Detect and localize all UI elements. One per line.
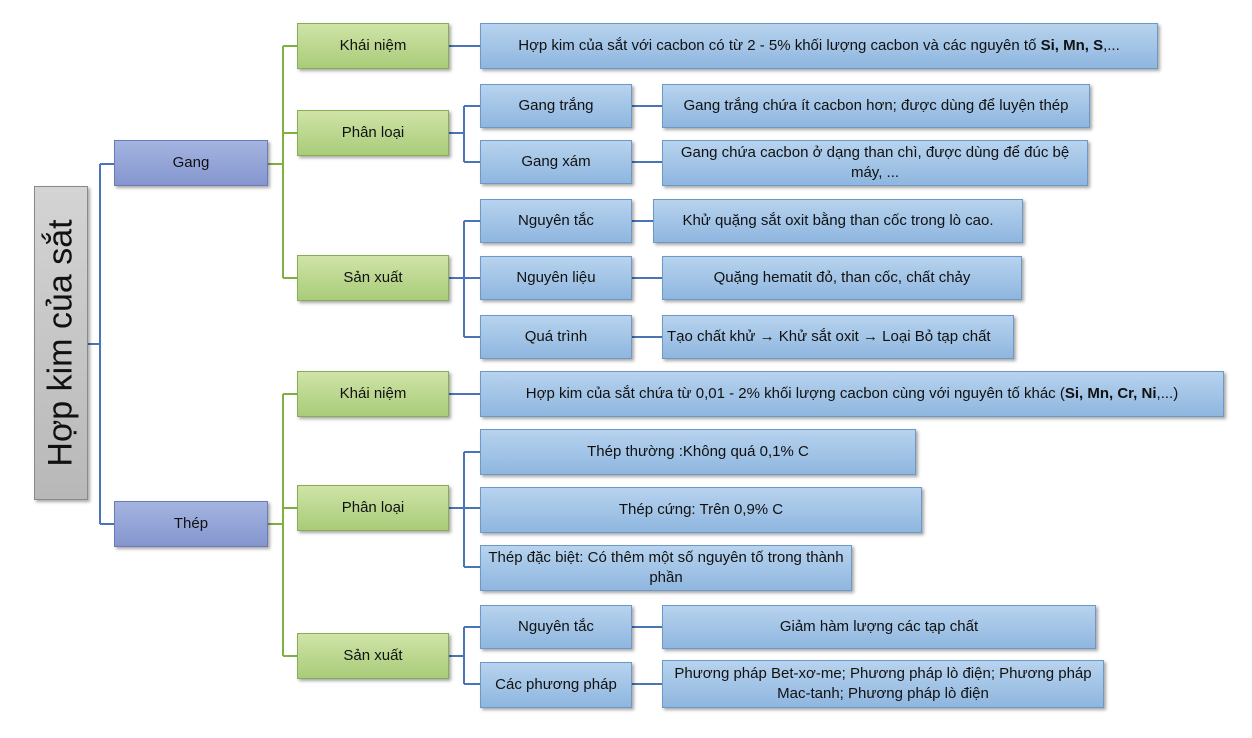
node-thep-khai-niem: Khái niệm <box>297 371 449 417</box>
link-gang-sanxuat-items <box>449 220 480 338</box>
text-bold-part: Si, Mn, Cr, Ni <box>1064 385 1157 402</box>
node-label: Gang trắng <box>518 97 594 114</box>
leaf-thep-thuong: Thép thường :Không quá 0,1% C <box>480 429 916 475</box>
node-label: Nguyên tắc <box>518 618 594 635</box>
green-connectors <box>268 45 297 657</box>
node-thep-phan-loai: Phân loại <box>297 485 449 531</box>
root-node: Hợp kim của sắt <box>34 186 88 500</box>
link-gang-phanloai-items <box>449 105 480 163</box>
node-label: Khái niệm <box>339 385 407 402</box>
node-thep-san-xuat: Sản xuất <box>297 633 449 679</box>
leaf-thep-cung: Thép cứng: Trên 0,9% C <box>480 487 922 533</box>
leaf-text: Tạo chất khử → Khử sắt oxit → Loại Bỏ tạ… <box>667 328 991 345</box>
leaf-thep-nguyen-tac: Giảm hàm lượng các tạp chất <box>662 605 1096 649</box>
node-gang: Gang <box>114 140 268 186</box>
leaf-text: Quặng hematit đỏ, than cốc, chất chảy <box>713 269 971 286</box>
node-label: Phân loại <box>341 124 405 141</box>
leaf-text: Hợp kim của sắt với cacbon có từ 2 - 5% … <box>518 36 1120 56</box>
leaf-gang-nguyen-tac: Khử quặng sắt oxit bằng than cốc trong l… <box>653 199 1023 243</box>
text-part: ,...) <box>1156 385 1179 402</box>
text-bold-part: Si, Mn, S <box>1040 37 1104 54</box>
node-gang-label: Gang <box>172 154 210 171</box>
leaf-text: Gang trắng chứa ít cacbon hơn; được dùng… <box>683 97 1069 114</box>
node-label: Gang xám <box>521 153 591 170</box>
node-thep: Thép <box>114 501 268 547</box>
node-label: Sản xuất <box>343 647 403 664</box>
leaf-gang-qua-trinh: Tạo chất khử → Khử sắt oxit → Loại Bỏ tạ… <box>662 315 1014 359</box>
leaf-gang-khai-niem: Hợp kim của sắt với cacbon có từ 2 - 5% … <box>480 23 1158 69</box>
link-root-to-gang-thep <box>88 163 114 525</box>
node-label: Khái niệm <box>339 37 407 54</box>
text-part: Hợp kim của sắt với cacbon có từ 2 - 5% … <box>518 37 1041 54</box>
node-label: Sản xuất <box>343 269 403 286</box>
node-thep-nguyen-tac: Nguyên tắc <box>480 605 632 649</box>
node-gang-qua-trinh: Quá trình <box>480 315 632 359</box>
node-gang-phan-loai: Phân loại <box>297 110 449 156</box>
node-gang-xam: Gang xám <box>480 140 632 184</box>
leaf-text: Phương pháp Bet-xơ-me; Phương pháp lò đi… <box>674 665 1092 702</box>
blue-connectors <box>88 45 662 685</box>
leaf-text: Khử quặng sắt oxit bằng than cốc trong l… <box>682 212 994 229</box>
leaf-gang-xam: Gang chứa cacbon ở dạng than chì, được d… <box>662 140 1088 186</box>
root-label: Hợp kim của sắt <box>42 219 80 467</box>
node-label: Các phương pháp <box>495 676 617 693</box>
leaf-text: Thép thường :Không quá 0,1% C <box>587 443 809 460</box>
link-gang-to-children <box>268 45 297 279</box>
leaf-gang-nguyen-lieu: Quặng hematit đỏ, than cốc, chất chảy <box>662 256 1022 300</box>
leaf-text: Gang chứa cacbon ở dạng than chì, được d… <box>680 144 1070 181</box>
text-part: ,... <box>1103 37 1120 54</box>
leaf-thep-cac-phuong-phap: Phương pháp Bet-xơ-me; Phương pháp lò đi… <box>662 660 1104 708</box>
link-thep-phanloai-items <box>449 451 480 568</box>
node-gang-khai-niem: Khái niệm <box>297 23 449 69</box>
text-part: Hợp kim của sắt chứa từ 0,01 - 2% khối l… <box>525 385 1065 402</box>
link-thep-to-children <box>268 393 297 657</box>
leaf-thep-dac-biet: Thép đặc biệt: Có thêm một số nguyên tố … <box>480 545 852 591</box>
leaf-text: Giảm hàm lượng các tạp chất <box>779 618 979 635</box>
leaf-text: Thép đặc biệt: Có thêm một số nguyên tố … <box>488 549 844 586</box>
leaf-text: Thép cứng: Trên 0,9% C <box>618 501 784 518</box>
node-label: Quá trình <box>524 328 588 345</box>
node-thep-label: Thép <box>173 515 209 532</box>
node-gang-trang: Gang trắng <box>480 84 632 128</box>
node-thep-cac-phuong-phap: Các phương pháp <box>480 662 632 708</box>
link-thep-sanxuat-items <box>449 626 480 685</box>
leaf-text: Hợp kim của sắt chứa từ 0,01 - 2% khối l… <box>526 384 1178 404</box>
node-gang-san-xuat: Sản xuất <box>297 255 449 301</box>
node-label: Nguyên tắc <box>518 212 594 229</box>
node-gang-nguyen-lieu: Nguyên liệu <box>480 256 632 300</box>
node-label: Nguyên liệu <box>516 269 596 286</box>
node-label: Phân loại <box>341 499 405 516</box>
node-gang-nguyen-tac: Nguyên tắc <box>480 199 632 243</box>
leaf-gang-trang: Gang trắng chứa ít cacbon hơn; được dùng… <box>662 84 1090 128</box>
leaf-thep-khai-niem: Hợp kim của sắt chứa từ 0,01 - 2% khối l… <box>480 371 1224 417</box>
